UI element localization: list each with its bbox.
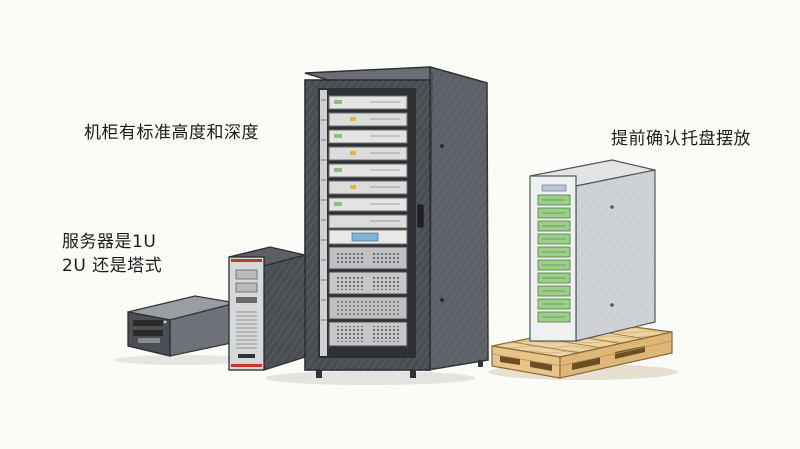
caption-server-form-factor: 服务器是1U 2U 还是塔式 bbox=[62, 230, 162, 278]
caption-server-line-1: 服务器是1U bbox=[62, 232, 157, 252]
caption-rack-standard: 机柜有标准高度和深度 bbox=[84, 123, 259, 143]
rack-server-icon bbox=[127, 295, 237, 357]
ups-cabinet-icon bbox=[529, 159, 656, 342]
caption-server-line-2: 2U 还是塔式 bbox=[62, 256, 163, 276]
caption-pallet-check: 提前确认托盘摆放 bbox=[611, 129, 751, 149]
tower-server-icon bbox=[228, 246, 306, 371]
rack-cabinet-icon bbox=[304, 66, 489, 378]
